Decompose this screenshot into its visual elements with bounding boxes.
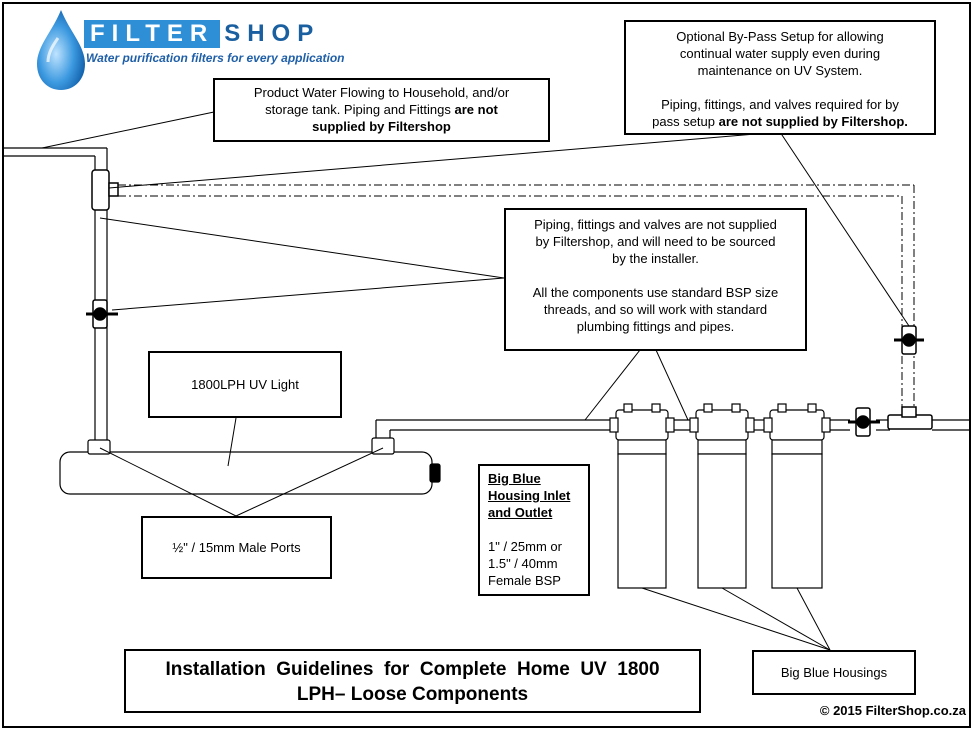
uv-light-label: 1800LPH UV Light — [148, 351, 342, 418]
household-callout: Product Water Flowing to Household, and/… — [213, 78, 550, 142]
bypass-line2: continual water supply even during — [679, 46, 881, 61]
valve-right — [848, 407, 880, 437]
piping-line3: by the installer. — [612, 251, 699, 266]
male-ports-label: ½" / 15mm Male Ports — [141, 516, 332, 579]
piping-line1: Piping, fittings and valves are not supp… — [534, 217, 777, 232]
big-blue-inlet-title-1: Big Blue — [488, 471, 541, 486]
leader-lines — [41, 111, 910, 651]
big-blue-inlet-callout: Big Blue Housing Inlet and Outlet 1" / 2… — [478, 464, 590, 596]
water-drop-icon — [37, 10, 85, 90]
household-line3: supplied by Filtershop — [215, 118, 548, 135]
filter-housing-1 — [609, 403, 675, 589]
tee-fitting-top — [91, 169, 119, 211]
big-blue-inlet-title-3: and Outlet — [488, 505, 553, 520]
household-line1: Product Water Flowing to Household, and/… — [253, 85, 510, 100]
piping-line5: threads, and so will work with standard — [543, 302, 768, 317]
piping-line4: All the components use standard BSP size — [532, 285, 779, 300]
diagram-title: Installation Guidelines for Complete Hom… — [124, 649, 701, 713]
big-blue-inlet-spec-2: 1.5" / 40mm — [488, 556, 558, 571]
big-blue-housings-label: Big Blue Housings — [752, 650, 916, 695]
bypass-line5: pass setup are not supplied by Filtersho… — [626, 113, 934, 130]
uv-outlet-pipe — [375, 419, 612, 438]
bypass-line5-normal: pass setup — [652, 114, 719, 129]
big-blue-inlet-spec-3: Female BSP — [488, 573, 561, 588]
bypass-line1: Optional By-Pass Setup for allowing — [676, 29, 884, 44]
piping-callout: Piping, fittings and valves are not supp… — [504, 208, 807, 351]
bypass-line5-bold: are not supplied by Filtershop. — [718, 114, 908, 129]
valve-left — [86, 299, 118, 329]
logo-tagline: Water purification filters for every app… — [86, 51, 345, 65]
copyright-text: © 2015 FilterShop.co.za — [819, 703, 966, 718]
household-line2-normal: storage tank. Piping and Fittings — [265, 102, 455, 117]
piping-line2: by Filtershop, and will need to be sourc… — [535, 234, 776, 249]
big-blue-inlet-spec-1: 1" / 25mm or — [488, 539, 562, 554]
filter-housing-3 — [763, 403, 831, 589]
tee-fitting-bypass — [887, 406, 933, 430]
household-line3-bold: supplied by Filtershop — [312, 119, 451, 134]
big-blue-inlet-title-2: Housing Inlet — [488, 488, 571, 503]
valve-bypass — [894, 325, 924, 355]
piping-line6: plumbing fittings and pipes. — [576, 319, 735, 334]
title-line2: LPH– Loose Components — [296, 684, 529, 705]
bypass-callout: Optional By-Pass Setup for allowing cont… — [624, 20, 936, 135]
household-line2-bold: are not — [454, 102, 498, 117]
filter-housing-2 — [689, 403, 755, 589]
title-line1: Installation Guidelines for Complete Hom… — [165, 659, 660, 680]
bypass-line — [118, 184, 915, 407]
logo-filter-text: FILTER — [84, 20, 221, 48]
bypass-line3: maintenance on UV System. — [697, 63, 863, 78]
household-line2: storage tank. Piping and Fittings are no… — [215, 101, 548, 118]
logo-shop-text: SHOP — [224, 20, 321, 47]
bypass-line4: Piping, fittings, and valves required fo… — [661, 97, 899, 112]
uv-light-unit — [59, 437, 441, 495]
